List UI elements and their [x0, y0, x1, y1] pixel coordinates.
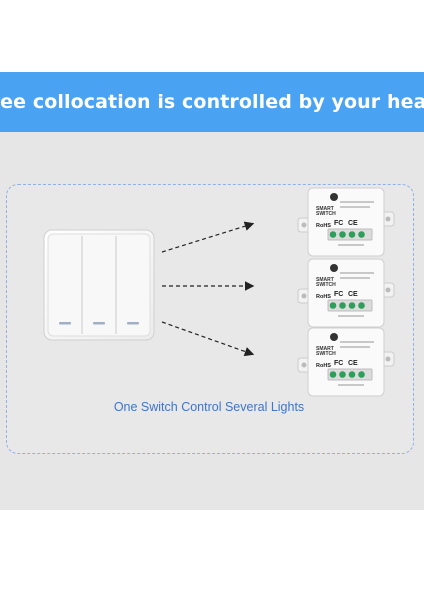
fc-mark: FC	[334, 291, 343, 298]
signal-arrows	[161, 221, 255, 357]
receiver-module-2: SMART SWITCH RoHS FC CE	[297, 258, 395, 328]
switch-diagram: SMART SWITCH RoHS FC CE SMART SWITCH RoH…	[43, 187, 395, 397]
receiver-module-3: SMART SWITCH RoHS FC CE	[297, 327, 395, 397]
diagram-caption: One Switch Control Several Lights	[113, 400, 305, 414]
promo-banner: Free collocation is controlled by your h…	[0, 72, 424, 132]
rohs-mark: RoHS	[316, 294, 331, 300]
switch-key-indicator-1	[59, 322, 71, 325]
wall-switch	[43, 229, 155, 341]
arrow-top	[161, 221, 255, 253]
receiver-brand-line1: SMART	[316, 346, 334, 352]
receiver-brand-line1: SMART	[316, 206, 334, 212]
ce-mark: CE	[348, 360, 358, 367]
pairing-button	[330, 333, 338, 341]
arrow-bottom	[161, 321, 255, 357]
receiver-brand-line1: SMART	[316, 277, 334, 283]
ce-mark: CE	[348, 291, 358, 298]
receiver-brand-line2: SWITCH	[316, 211, 336, 217]
ce-mark: CE	[348, 220, 358, 227]
pairing-button	[330, 193, 338, 201]
rohs-mark: RoHS	[316, 223, 331, 229]
receiver-module-1: SMART SWITCH RoHS FC CE	[297, 187, 395, 257]
product-scene-panel: One Switch Control Several Lights	[0, 132, 424, 510]
switch-key-indicator-3	[127, 322, 139, 325]
switch-key-indicator-2	[93, 322, 105, 325]
receiver-brand-line2: SWITCH	[316, 282, 336, 288]
banner-title: Free collocation is controlled by your h…	[0, 91, 424, 113]
rohs-mark: RoHS	[316, 363, 331, 369]
fc-mark: FC	[334, 220, 343, 227]
pairing-button	[330, 264, 338, 272]
receiver-brand-line2: SWITCH	[316, 351, 336, 357]
fc-mark: FC	[334, 360, 343, 367]
